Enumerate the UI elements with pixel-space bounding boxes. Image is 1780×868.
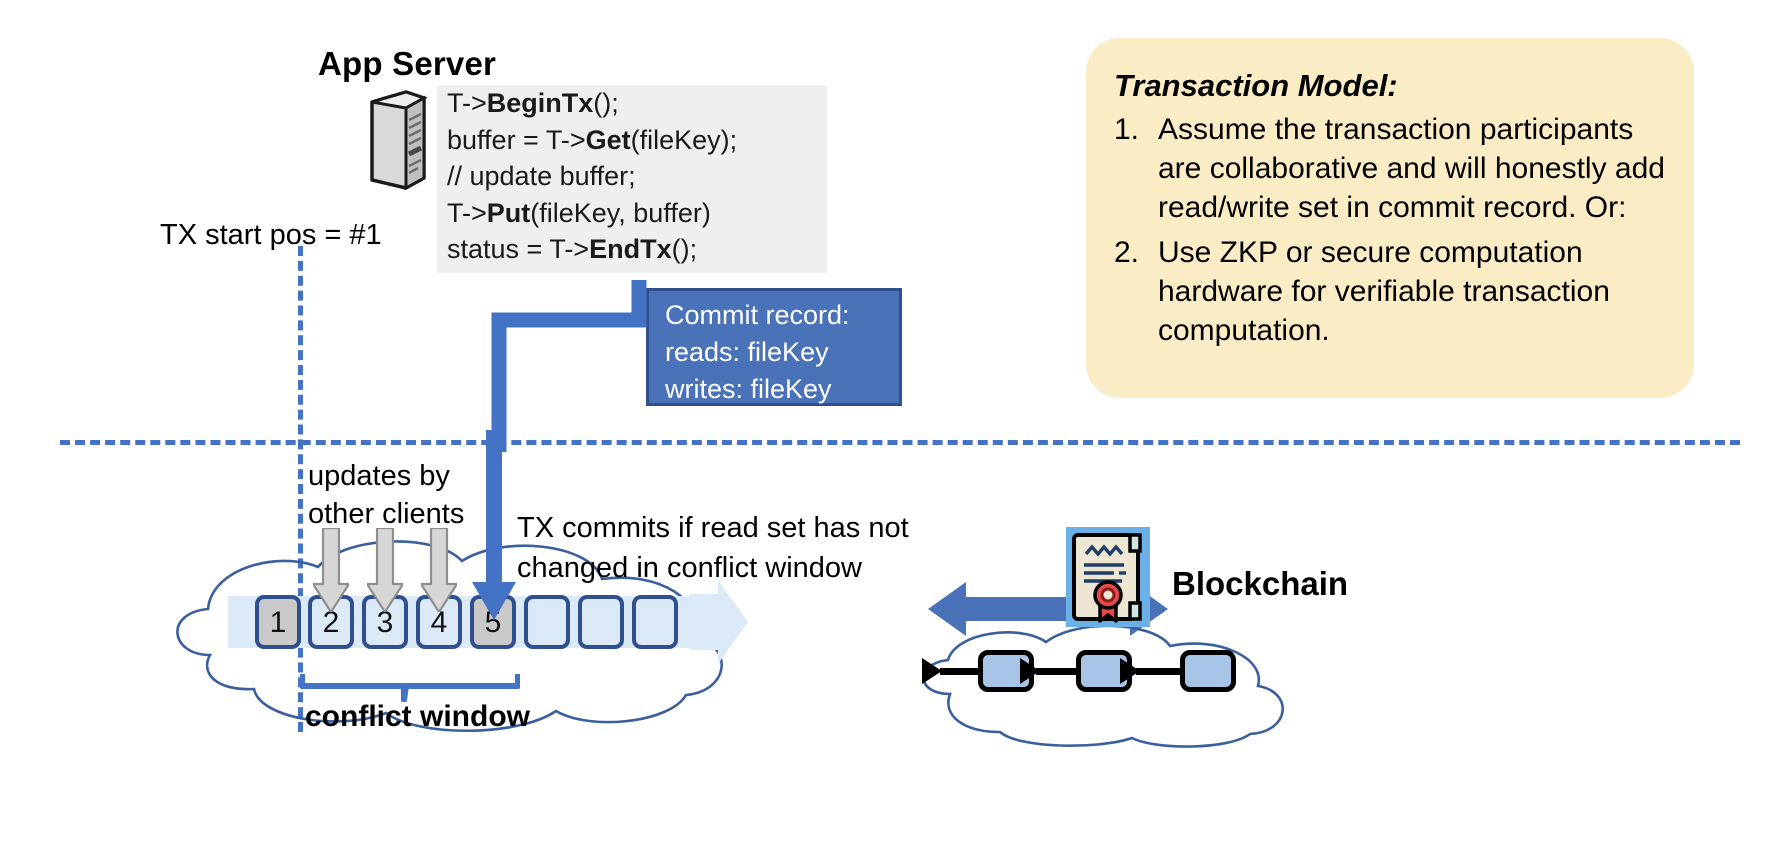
code-line-4: T->Put(fileKey, buffer)	[447, 197, 711, 228]
commit-record-connector	[487, 272, 647, 452]
tx-commits-condition-label: TX commits if read set has not changed i…	[517, 508, 909, 588]
update-arrow-icon-3	[418, 526, 460, 615]
blockchain-block-1[interactable]	[978, 650, 1034, 692]
update-arrow-icon-1	[310, 526, 352, 615]
code-line-3: // update buffer;	[447, 161, 636, 191]
server-tower-icon	[366, 88, 430, 193]
commit-record-box: Commit record: reads: fileKey writes: fi…	[646, 288, 902, 406]
blockchain-link-2	[1036, 668, 1078, 675]
transaction-model-item-1-number: 1.	[1114, 113, 1140, 146]
log-slot-1-label: 1	[269, 606, 287, 639]
blockchain-cloud	[910, 620, 1300, 750]
log-slot-4-label: 4	[430, 606, 448, 639]
updates-label-line-2: other clients	[308, 498, 465, 530]
updates-label-line-1: updates by	[308, 460, 450, 492]
updates-by-other-clients-label: updates by other clients	[308, 457, 464, 533]
log-slot-7[interactable]	[578, 595, 624, 649]
transaction-model-list: 1. Assume the transaction participants a…	[1114, 110, 1666, 350]
log-slot-8[interactable]	[632, 595, 678, 649]
tx-commits-line-2: changed in conflict window	[517, 552, 862, 584]
code-line-2: buffer = T->Get(fileKey);	[447, 124, 738, 155]
blockchain-label: Blockchain	[1172, 565, 1349, 602]
blockchain-arrowhead-3-icon	[1120, 658, 1140, 684]
blockchain-link-1	[940, 668, 980, 675]
commit-record-line-2: reads: fileKey	[665, 337, 829, 367]
blockchain-arrowhead-2-icon	[1020, 658, 1040, 684]
log-slot-1[interactable]: 1	[255, 595, 301, 649]
code-line-5: status = T->EndTx();	[447, 234, 698, 264]
update-arrow-icon-2	[364, 526, 406, 615]
commit-record-line-1: Commit record:	[665, 300, 850, 330]
tx-start-dashed-line	[298, 246, 303, 732]
log-slot-3-label: 3	[376, 606, 394, 639]
blockchain-block-2[interactable]	[1076, 650, 1132, 692]
layer-separator-dashed-line	[60, 440, 1740, 445]
log-growth-arrow-icon	[690, 580, 748, 664]
transaction-model-title: Transaction Model:	[1114, 68, 1398, 103]
transaction-model-item-1-text: Assume the transaction participants are …	[1158, 113, 1665, 224]
log-slot-2-label: 2	[322, 606, 340, 639]
transaction-model-item-1: 1. Assume the transaction participants a…	[1114, 110, 1666, 227]
transaction-model-item-2-text: Use ZKP or secure computation hardware f…	[1158, 236, 1610, 347]
blockchain-arrowhead-1-icon	[922, 658, 942, 684]
log-slot-6[interactable]	[524, 595, 570, 649]
app-server-title: App Server	[318, 45, 497, 82]
conflict-window-brace	[299, 672, 521, 703]
log-blockchain-bidirectional-arrow-icon	[928, 578, 1168, 640]
tx-commits-line-1: TX commits if read set has not	[517, 512, 909, 544]
certificate-seal-icon	[1066, 527, 1150, 627]
tx-start-pos-label: TX start pos = #1	[160, 219, 382, 251]
blockchain-link-3	[1136, 668, 1182, 675]
commit-arrow-icon	[472, 430, 516, 620]
code-line-1: T->BeginTx();	[447, 88, 619, 118]
transaction-model-card: Transaction Model: 1. Assume the transac…	[1086, 38, 1694, 398]
conflict-window-label: conflict window	[305, 700, 530, 733]
transaction-code-block: T->BeginTx(); buffer = T->Get(fileKey); …	[437, 85, 827, 273]
log-slot-3[interactable]: 3	[362, 595, 408, 649]
transaction-model-item-2-number: 2.	[1114, 236, 1140, 269]
blockchain-block-3[interactable]	[1180, 650, 1236, 692]
commit-record-line-3: writes: fileKey	[665, 374, 832, 404]
transaction-model-item-2: 2. Use ZKP or secure computation hardwar…	[1114, 233, 1666, 350]
